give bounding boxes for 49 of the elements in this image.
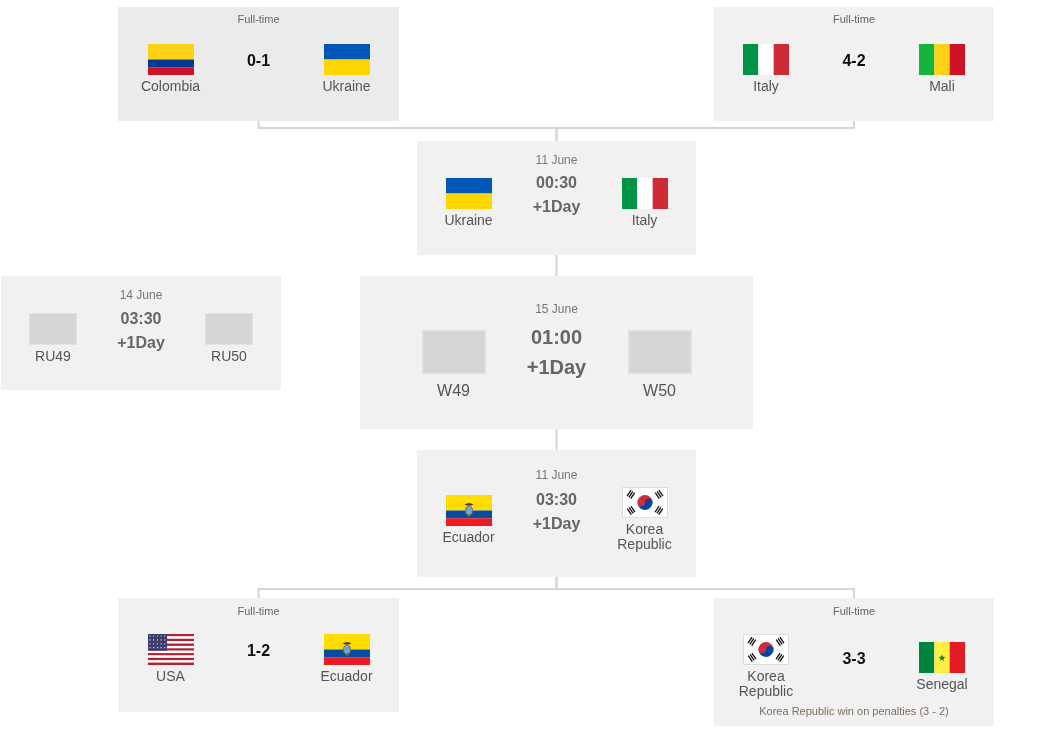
day-offset: +1Day: [117, 332, 165, 353]
day-offset: +1Day: [532, 197, 581, 217]
team-name: Senegal: [916, 676, 968, 692]
match-status: Full-time: [237, 604, 280, 618]
team-name: Ecuador: [442, 529, 495, 545]
score: 1-2: [246, 641, 271, 661]
day-offset: +1Day: [532, 513, 581, 534]
score: 0-1: [246, 51, 271, 71]
team-name: Ukraine: [322, 79, 371, 94]
team-name: USA: [156, 669, 185, 684]
match-status: Full-time: [832, 604, 876, 618]
score: 4-2: [842, 51, 866, 71]
score: 3-3: [842, 648, 866, 669]
kickoff-time: 03:30: [536, 489, 577, 510]
match-date: 11 June: [535, 467, 578, 483]
team-name: RU49: [35, 349, 71, 364]
match-card: [1, 276, 281, 390]
penalty-note: Korea Republic win on penalties (3 - 2): [759, 704, 949, 718]
match-date: 14 June: [119, 287, 163, 303]
match-card: [118, 7, 399, 121]
match-date: 11 June: [535, 152, 578, 168]
kickoff-time: 01:00: [530, 325, 583, 350]
match-card: [417, 141, 696, 255]
match-date: 15 June: [535, 301, 578, 317]
team-name: Korea Republic: [737, 669, 795, 699]
team-name: Colombia: [140, 79, 201, 94]
match-card: [714, 7, 994, 121]
match-card: [118, 598, 399, 712]
match-status: Full-time: [832, 12, 876, 26]
team-name: Mali: [929, 79, 955, 94]
day-offset: +1Day: [526, 355, 587, 380]
team-name: W50: [643, 382, 676, 400]
match-status: Full-time: [237, 12, 280, 26]
bracket-line: [555, 428, 558, 451]
team-name: Italy: [753, 79, 779, 94]
match-card: [714, 598, 994, 726]
bracket-line: [555, 254, 558, 277]
match-card: [417, 450, 696, 577]
team-name: W49: [437, 382, 470, 400]
match-card: [360, 276, 753, 429]
kickoff-time: 00:30: [536, 173, 577, 193]
bracket-line: [555, 120, 855, 142]
team-name: RU50: [211, 349, 247, 364]
kickoff-time: 03:30: [120, 308, 162, 329]
bracket-line: [555, 576, 855, 599]
team-name: Italy: [631, 213, 658, 228]
team-name: Korea Republic: [616, 522, 673, 552]
team-name: Ukraine: [444, 213, 493, 228]
team-name: Ecuador: [320, 669, 373, 684]
